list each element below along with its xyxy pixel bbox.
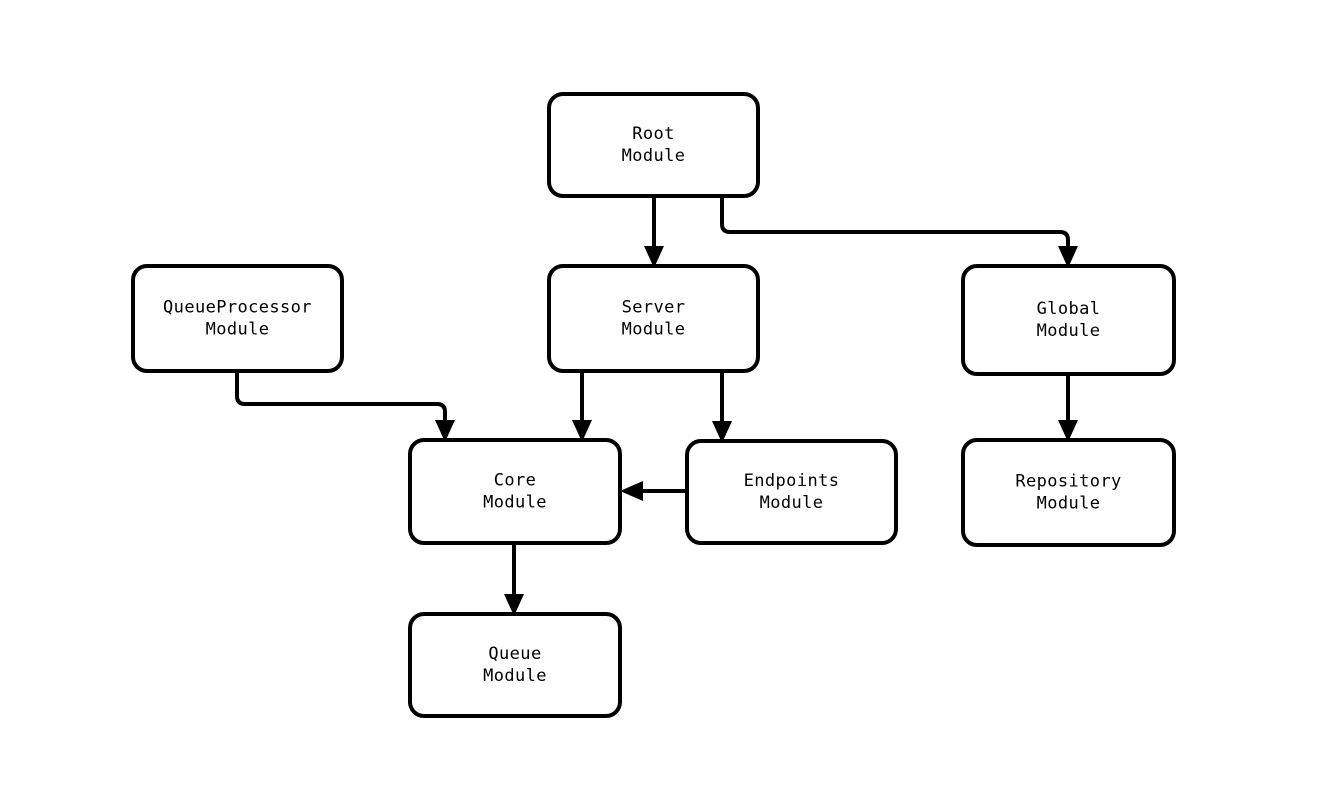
edge-root-to-server-arrowhead-icon [644, 246, 664, 268]
global-module-node-box[interactable] [961, 264, 1176, 376]
server-module-node-label-line1: Server [622, 298, 686, 318]
queueprocessor-module-node-label-line2: Module [206, 320, 270, 340]
edge-server-to-core-arrowhead-icon [572, 420, 592, 442]
edges-layer [235, 196, 1078, 616]
core-module-node-label-line1: Core [494, 471, 537, 491]
global-module-node-label-line1: Global [1037, 299, 1101, 319]
edge-server-to-core [572, 371, 592, 442]
repository-module-node-box[interactable] [961, 438, 1176, 547]
root-module-node-box[interactable] [547, 92, 760, 198]
edge-root-to-global [720, 196, 1078, 268]
root-module-node-label-line1: Root [632, 124, 675, 144]
edge-server-to-endpoints-arrowhead-icon [712, 421, 732, 443]
edge-queueprocessor-to-core-arrowhead-icon [435, 420, 455, 442]
server-module-node-label-line2: Module [622, 320, 686, 340]
edge-core-to-queue [504, 543, 524, 616]
edge-root-to-global-line [720, 196, 1070, 256]
edge-server-to-endpoints [712, 371, 732, 443]
endpoints-module-node-label-line2: Module [760, 493, 824, 513]
queue-module-node-box[interactable] [408, 612, 622, 718]
edge-global-to-repository [1058, 374, 1078, 442]
edge-core-to-queue-arrowhead-icon [504, 594, 524, 616]
queue-module-node-label-line2: Module [483, 666, 547, 686]
global-module-node-label-line2: Module [1037, 321, 1101, 341]
edge-queueprocessor-to-core-line [235, 371, 447, 430]
queueprocessor-module-node-box[interactable] [131, 264, 344, 373]
edge-queueprocessor-to-core [235, 371, 455, 442]
core-module-node-label-line2: Module [483, 493, 547, 513]
server-module-node-box[interactable] [547, 264, 760, 373]
queue-module-node-label-line1: Queue [488, 644, 541, 664]
repository-module-node-label-line1: Repository [1015, 472, 1121, 492]
root-module-node-label-line2: Module [622, 146, 686, 166]
endpoints-module-node-box[interactable] [685, 439, 898, 545]
edge-endpoints-to-core [620, 481, 687, 501]
nodes-layer: RootModuleQueueProcessorModuleServerModu… [131, 92, 1176, 718]
edge-endpoints-to-core-arrowhead-icon [620, 481, 643, 501]
queueprocessor-module-node-label-line1: QueueProcessor [163, 298, 312, 318]
edge-root-to-global-arrowhead-icon [1058, 246, 1078, 268]
core-module-node-box[interactable] [408, 438, 622, 545]
edge-global-to-repository-arrowhead-icon [1058, 420, 1078, 442]
repository-module-node-label-line2: Module [1037, 494, 1101, 514]
endpoints-module-node-label-line1: Endpoints [744, 471, 840, 491]
edge-root-to-server [644, 196, 664, 268]
